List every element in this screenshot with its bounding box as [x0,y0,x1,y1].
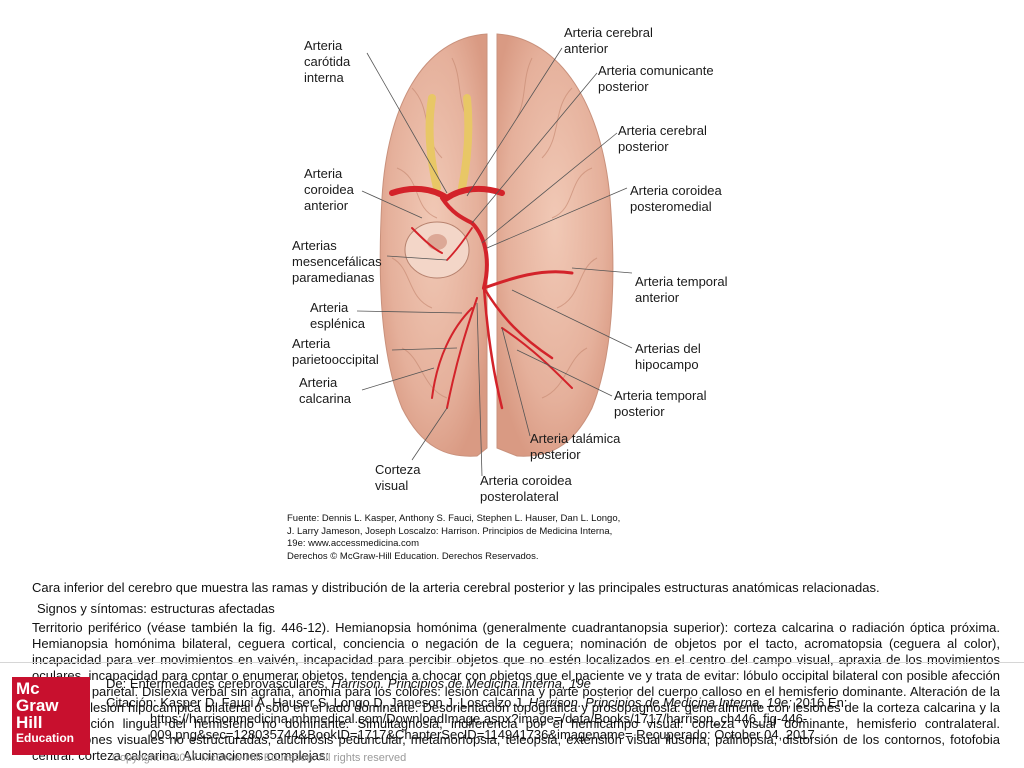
label-coroidea-anterior: Arteria coroidea anterior [304,166,354,213]
label-carotida: Arteria carótida interna [304,38,351,85]
citation-book-title: Harrison. Principios de Medicina Interna… [528,695,792,710]
label-temporal-posterior: Arteria temporal posterior [614,388,707,419]
citation-url-line-1[interactable]: https://harrisonmedicina.mhmedical.com/D… [150,711,808,726]
label-parietooccipital: Arteria parietooccipital [292,336,379,367]
logo-text-line: Graw [16,696,59,715]
figure-source-credit: Fuente: Dennis L. Kasper, Anthony S. Fau… [287,513,747,563]
chapter-line: De: Enfermedades cerebrovasculares, Harr… [106,676,1006,692]
label-corteza-visual: Corteza visual [375,462,421,493]
label-coroidea-posteromedial: Arteria coroidea posteromedial [630,183,722,214]
label-temporal-anterior: Arteria temporal anterior [635,274,728,305]
label-hipocampo: Arterias del hipocampo [635,341,701,372]
logo-text-line: Hill [16,713,43,732]
label-talamica-posterior: Arteria talámica posterior [530,431,621,462]
midbrain-aqueduct [427,234,447,250]
label-cerebral-anterior: Arteria cerebral anterior [564,25,653,56]
citation-overlay: De: Enfermedades cerebrovasculares, Harr… [106,676,1006,743]
source-line: J. Larry Jameson, Joseph Loscalzo: Harri… [287,525,613,537]
body-paragraph: Territorio periférico (véase también la … [32,620,1000,763]
gyri-texture [391,57,598,399]
citation-prefix: Citación: Kasper D, Fauci A, Hauser S, L… [106,695,526,710]
copyright-notice: Copyright © 2017 McGraw-Hill Education. … [112,752,407,764]
citation-line: Citación: Kasper D, Fauci A, Hauser S, L… [106,695,1006,711]
mcgraw-hill-logo: Mc Graw Hill Education [12,677,90,755]
brain-right-hemisphere [496,33,614,457]
carotid-structures [425,94,473,192]
logo-text-line: Mc [16,679,40,698]
label-mesencefalicas: Arterias mesencefálicas paramedianas [292,238,382,285]
figure-caption: Cara inferior del cerebro que muestra la… [32,580,880,595]
label-comunicante-posterior: Arteria comunicante posterior [598,63,714,94]
label-calcarina: Arteria calcarina [299,375,352,406]
source-line: 19e: www.accessmedicina.com [287,538,419,549]
section-subhead: Signos y síntomas: estructuras afectadas [37,601,275,616]
citation-url-line-2[interactable]: 009.png&sec=128035744&BookID=1717&Chapte… [150,727,815,742]
source-line: Derechos © McGraw-Hill Education. Derech… [287,550,539,562]
source-line: Fuente: Dennis L. Kasper, Anthony S. Fau… [287,513,621,524]
brain-illustration [356,33,633,477]
chapter-prefix: De: Enfermedades cerebrovasculares, [106,676,328,691]
anatomy-figure: Arteria carótida interna Arteria cerebra… [272,25,752,548]
artery-network [389,185,574,410]
leader-lines [356,47,633,477]
label-coroidea-posterolateral: Arteria coroidea posterolateral [480,473,572,504]
divider [0,662,1024,663]
label-cerebral-posterior: Arteria cerebral posterior [618,123,707,154]
logo-text-line: Education [16,731,75,745]
chapter-book-title: Harrison. Principios de Medicina Interna… [331,676,591,691]
label-esplenica: Arteria esplénica [310,300,365,331]
citation-suffix: 2016 En: [791,695,848,710]
